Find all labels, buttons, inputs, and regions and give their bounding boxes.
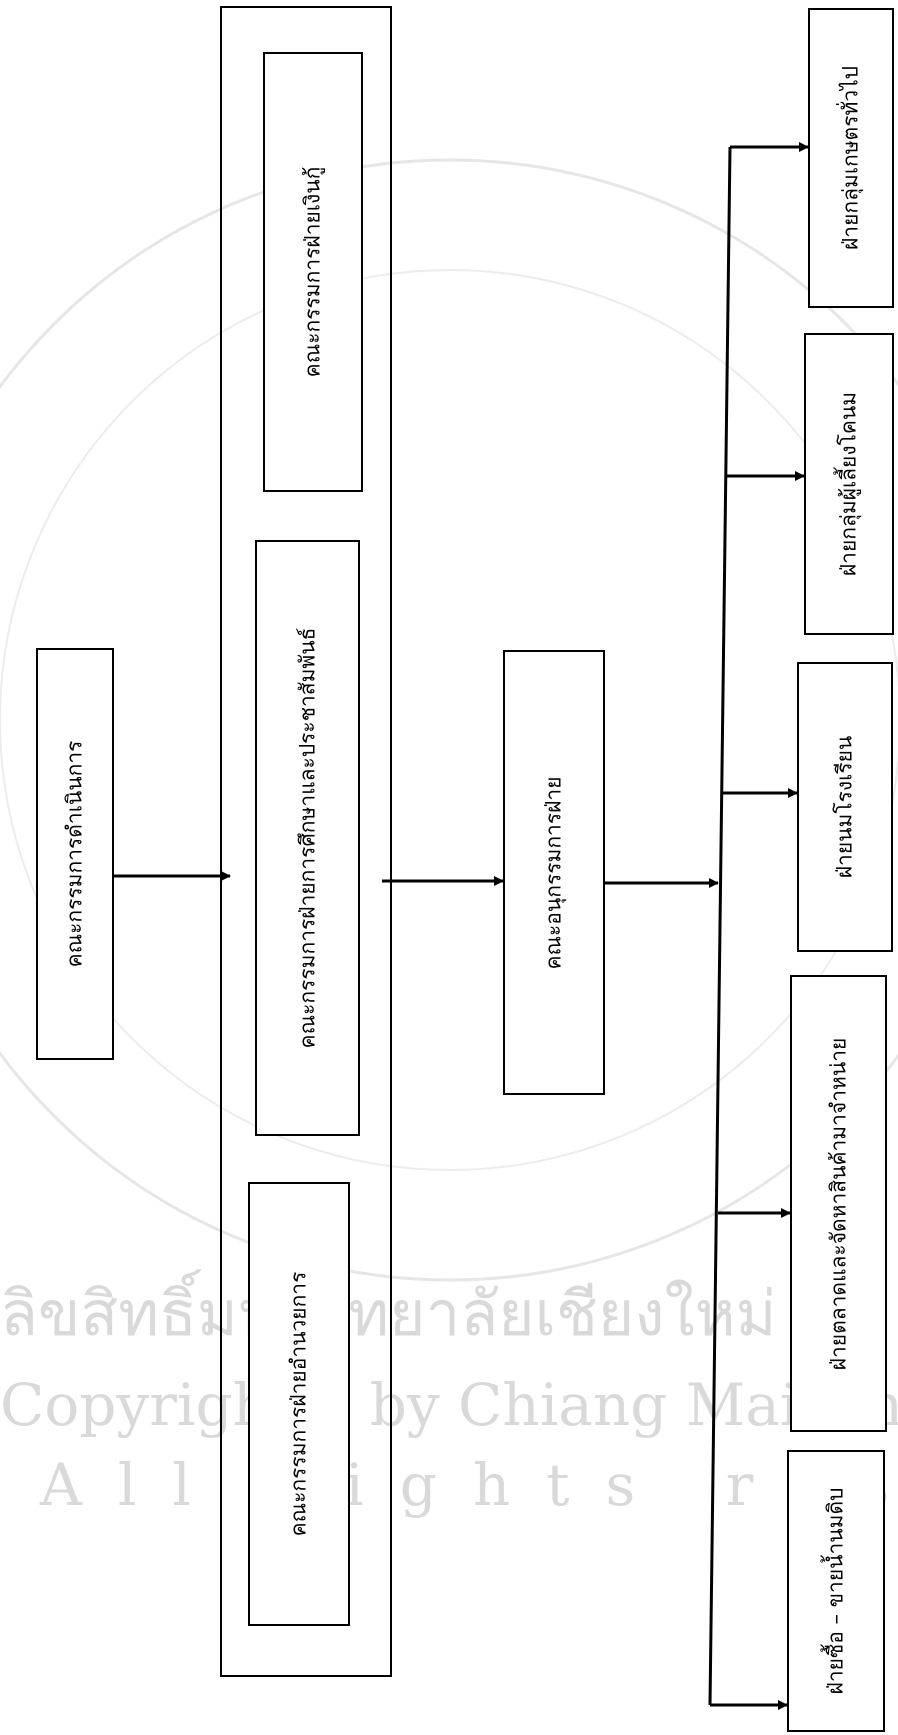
general-farmers-dept-box: ฝ่ายกลุ่มเกษตรทั่วไป [808, 8, 894, 308]
watermark-seal-inner-ring [0, 269, 898, 1171]
school-milk-dept-box: ฝ่ายนมโรงเรียน [797, 662, 893, 952]
executive-committee-box: คณะกรรมการดำเนินการ [36, 648, 114, 1060]
dairy-farmers-dept-box: ฝ่ายกลุ่มผู้เลี้ยงโคนม [804, 333, 894, 635]
department-trunk-line [708, 146, 732, 1706]
watermark-line-3: All rights reserved [39, 1451, 898, 1519]
committee-group-frame [220, 6, 392, 1677]
subcommittee-box: คณะอนุกรรมการฝ่าย [503, 650, 605, 1095]
education-pr-committee-box: คณะกรรมการฝ่ายการศึกษาและประชาสัมพันธ์ [255, 540, 360, 1136]
watermark-line-1: ลิขสิทธิ์มหาวิทยาลัยเชียงใหม่ [0, 1269, 777, 1350]
watermark-seal-ring [0, 158, 898, 1282]
facilitation-committee-box: คณะกรรมการฝ่ายอำนวยการ [248, 1182, 350, 1626]
loan-committee-box: คณะกรรมการฝ่ายเงินกู้ [263, 52, 363, 492]
raw-milk-dept-box: ฝ่ายซื้อ – ขายน้ำนมดิบ [787, 1450, 885, 1732]
watermark-line-2: Copyright© by Chiang Mai University [0, 1371, 898, 1439]
marketing-supply-dept-box: ฝ่ายตลาดและจัดหาสินค้ามาจำหน่าย [790, 975, 887, 1432]
